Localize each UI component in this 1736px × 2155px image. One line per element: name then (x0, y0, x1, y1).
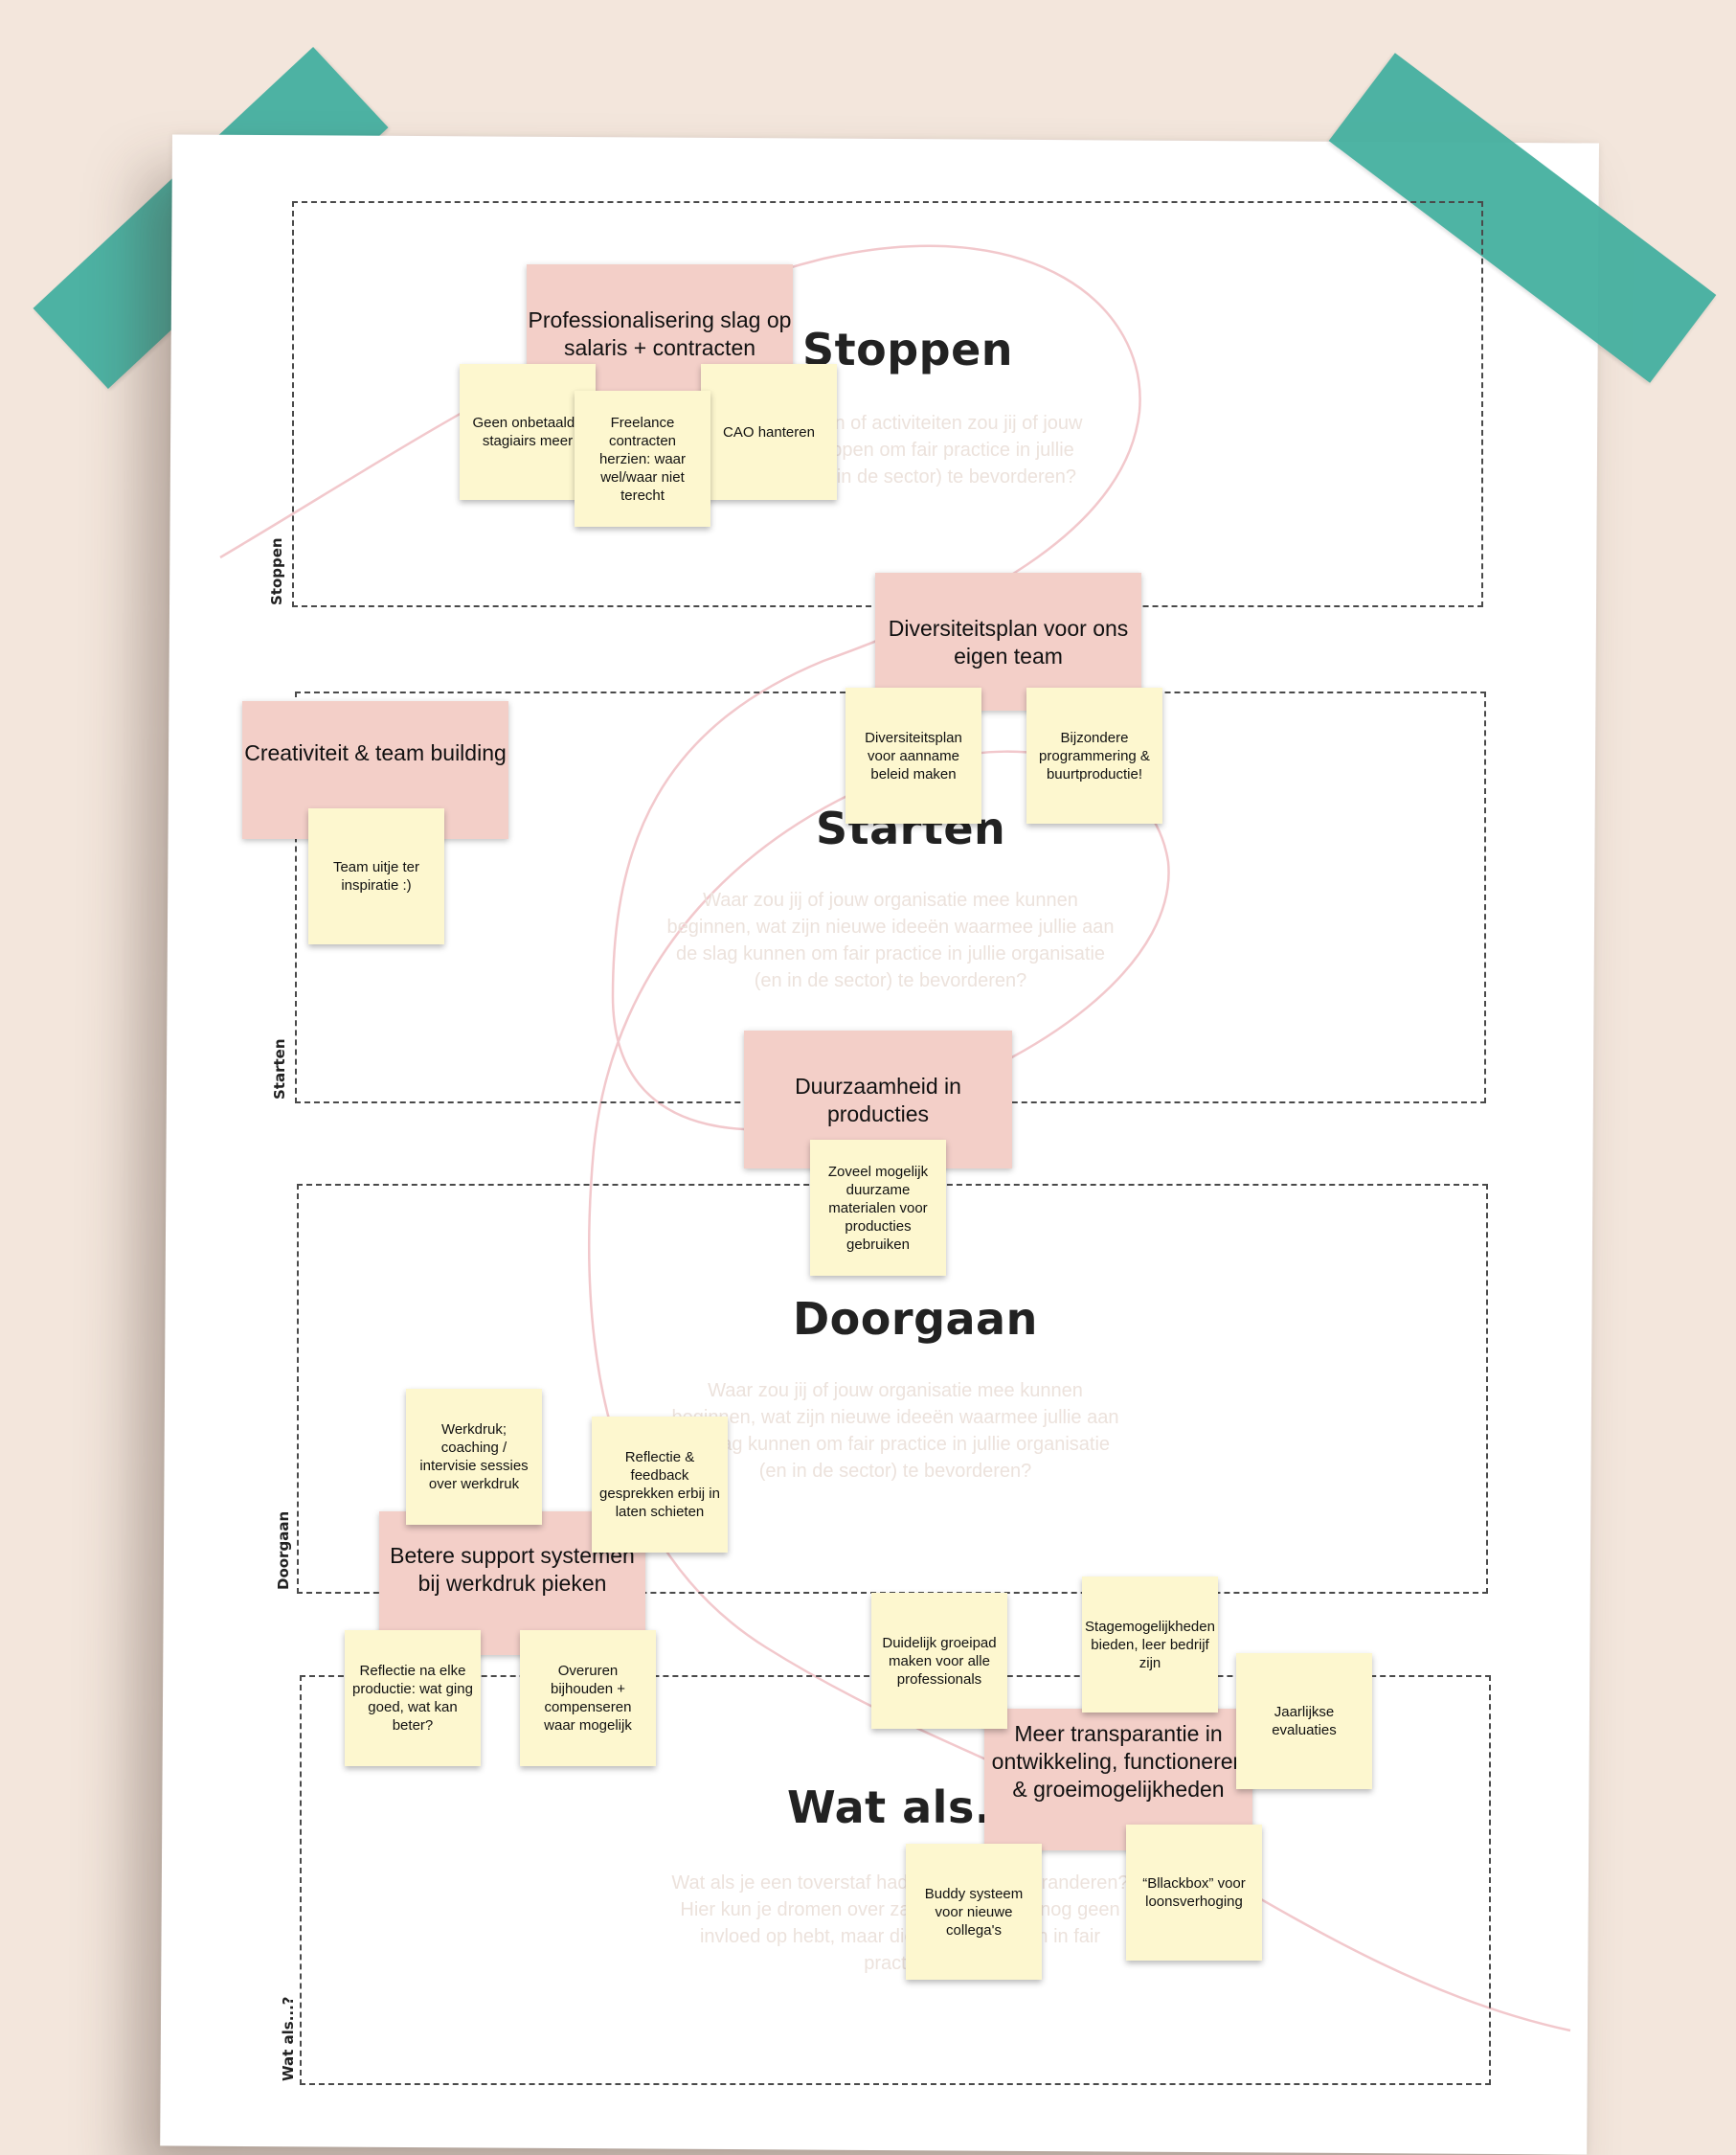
section-description-wat-als: Wat als je een toverstaf had en alles ko… (671, 1872, 1129, 1974)
section-title-stoppen: Stoppen (802, 324, 1014, 375)
side-label-wat-als: Wat als...? (280, 1996, 297, 2081)
sticky-note-stagemogelijkheden[interactable]: Stagemogelijkheden bieden, leer bedrijf … (1082, 1577, 1218, 1713)
sticky-note-team-uitje[interactable]: Team uitje ter inspiratie :) (308, 808, 444, 944)
section-description-doorgaan: Waar zou jij of jouw organisatie mee kun… (671, 1380, 1119, 1482)
side-label-doorgaan: Doorgaan (275, 1510, 292, 1590)
sticky-note-reflectie-feedback[interactable]: Reflectie & feedback gesprekken erbij in… (592, 1417, 728, 1553)
sticky-note-jaarlijkse-evaluaties[interactable]: Jaarlijkse evaluaties (1236, 1653, 1372, 1789)
sticky-note-blackbox-loonsverhoging[interactable]: “Bllackbox” voor loonsverhoging (1126, 1825, 1262, 1961)
sticky-note-overuren-bijhouden[interactable]: Overuren bijhouden + compenseren waar mo… (520, 1630, 656, 1766)
sticky-note-duurzame-materialen[interactable]: Zoveel mogelijk duurzame materialen voor… (810, 1140, 946, 1276)
sticky-note-freelance-contracten[interactable]: Freelance contracten herzien: waar wel/w… (575, 391, 710, 527)
side-label-starten: Starten (271, 1038, 288, 1100)
sticky-note-diversiteitsplan-aanname[interactable]: Diversiteitsplan voor aanname beleid mak… (845, 688, 981, 824)
sticky-note-duidelijk-groeipad[interactable]: Duidelijk groeipad maken voor alle profe… (871, 1593, 1007, 1729)
sticky-note-reflectie-na-productie[interactable]: Reflectie na elke productie: wat ging go… (345, 1630, 481, 1766)
sticky-note-onbetaalde-stagiairs[interactable]: Geen onbetaalde stagiairs meer (460, 364, 596, 500)
section-description-starten: Waar zou jij of jouw organisatie mee kun… (666, 890, 1115, 991)
sticky-note-werkdruk-coaching[interactable]: Werkdruk; coaching / intervisie sessies … (406, 1389, 542, 1525)
side-label-stoppen: Stoppen (268, 537, 285, 605)
sticky-note-bijzondere-programmering[interactable]: Bijzondere programmering & buurtproducti… (1026, 688, 1162, 824)
section-title-doorgaan: Doorgaan (793, 1293, 1038, 1345)
sticky-note-cao-hanteren[interactable]: CAO hanteren (701, 364, 837, 500)
sticky-note-buddy-systeem[interactable]: Buddy systeem voor nieuwe collega's (906, 1844, 1042, 1980)
